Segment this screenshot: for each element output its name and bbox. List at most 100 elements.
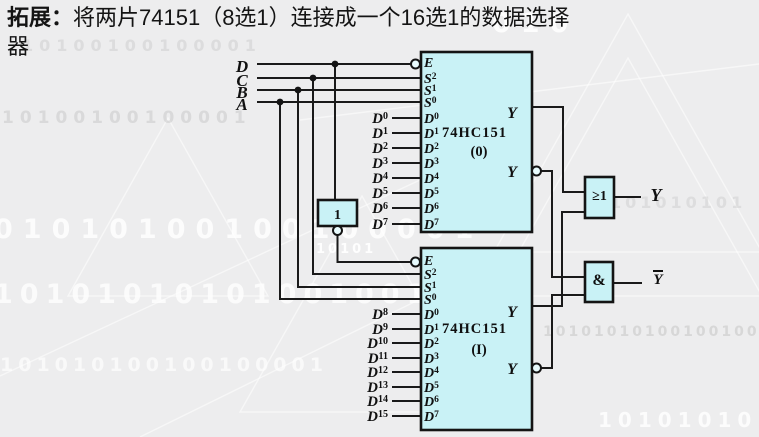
chip0-pin-label-4: D0 [424,110,439,127]
chip0-pin-label-3-index: 0 [431,96,437,106]
chip0-pin-label-5: D1 [424,125,439,142]
data-input-label-d7: D7 [330,215,388,233]
chip0-pin-label-0: E [424,56,433,71]
data-input-label-d5-base: D [372,186,383,202]
chip1-designator: (I) [471,342,487,358]
title-highlight: 拓展： [7,5,74,30]
chip0-enable-bubble [410,58,421,70]
chip1-pin-label-4-base: D [424,308,435,323]
chip1-pin-label-11-index: 7 [434,410,439,420]
and-gate-body [583,260,615,304]
chip1-pin-label-5-index: 1 [434,323,439,333]
chip1-pin-label-8-base: D [424,366,435,381]
chip1-ybar-bubble [531,362,542,374]
chip1-pin-label-3-base: S [424,293,432,308]
select-input-label-b-base: B [236,83,248,102]
chip1-pin-label-11-base: D [424,410,435,425]
chip1-pin-label-0: E [424,254,433,269]
data-input-label-d15-index: 15 [378,409,388,420]
data-input-label-d5-index: 5 [383,186,388,197]
chip0-ybar-label: Y [507,164,517,181]
title-text-line2: 器 [7,34,30,59]
chip0-pin-label-6-index: 2 [434,142,439,152]
junction-dot [276,98,284,106]
data-input-label-d4-index: 4 [383,171,388,182]
chip0-pin-label-11-base: D [424,218,435,233]
output-y-bar-label: Y [643,270,673,289]
chip1-pin-label-6-base: D [424,337,435,352]
select-input-label-a: A [229,95,255,115]
chip1-pin-label-2-index: 1 [431,281,437,291]
chip0-pin-label-9-index: 5 [434,187,439,197]
junction-dot [331,60,339,68]
chip0-pin-label-2-base: S [424,84,432,99]
chip0-designator: (0) [470,144,488,160]
data-input-label-d13: D13 [330,378,388,396]
data-input-label-d3-index: 3 [383,156,388,167]
data-input-label-d0-base: D [372,111,383,127]
chip1-pin-label-2: S1 [424,279,437,296]
chip1-pin-label-1-index: 2 [431,268,437,278]
chip0-pin-label-3: S0 [424,94,437,111]
chip0-y-label: Y [507,105,517,122]
data-input-label-d7-index: 7 [383,217,388,228]
chip1-pin-label-8-index: 4 [434,366,439,376]
chip0-pin-label-7-index: 3 [434,157,439,167]
chip0-ybar-bubble [531,165,542,177]
data-input-label-d11-index: 11 [378,351,388,362]
chip0-pin-label-4-base: D [424,112,435,127]
chip1-pin-label-9-base: D [424,381,435,396]
chip0-pin-label-11-index: 7 [434,218,439,228]
data-input-label-d8: D8 [330,305,388,323]
select-input-label-b: B [229,83,255,103]
chip0-pin-label-5-base: D [424,127,435,142]
data-input-label-d3-base: D [372,156,383,172]
y-bar-overline: Y [653,270,663,288]
page-title: 拓展：将两片74151（8选1）连接成一个16选1的数据选择 器 [7,3,757,61]
data-input-label-d9-base: D [372,322,383,338]
chip0-part-number: 74HC151 [442,125,507,141]
chip0-pin-label-5-index: 1 [434,127,439,137]
chip1-data-stub-wires [392,313,421,417]
chip1-pin-label-5-base: D [424,323,435,338]
chip0-pin-label-1-index: 2 [431,72,437,82]
data-input-label-d12-index: 12 [378,365,388,376]
data-input-label-d4: D4 [330,169,388,187]
data-input-label-d8-index: 8 [383,307,388,318]
chip1-pin-label-11: D7 [424,408,439,425]
data-input-label-d1-base: D [372,126,383,142]
data-input-label-d10: D10 [330,334,388,352]
data-input-label-d14-index: 14 [378,394,388,405]
chip1-pin-label-0-base: E [424,254,434,269]
chip1-pin-label-10-base: D [424,395,435,410]
chip1-pin-label-3: S0 [424,291,437,308]
data-input-label-d11: D11 [330,349,388,367]
chip1-pin-label-4: D0 [424,306,439,323]
chip1-pin-label-9: D5 [424,379,439,396]
watermark-triangle [492,56,759,297]
output-y-label: Y [650,185,662,205]
chip0-data-stub-wires [392,117,421,225]
or-gate-label: ≥1 [592,189,607,204]
chip0-pin-label-6-base: D [424,142,435,157]
select-input-label-c: C [229,71,255,91]
chip1-pin-label-9-index: 5 [434,381,439,391]
chip1-pin-label-10-index: 6 [434,395,439,405]
chip0-pin-label-4-index: 0 [434,112,439,122]
data-input-label-d6-base: D [372,201,383,217]
chip0-pin-label-2-index: 1 [431,84,437,94]
chip1-pin-label-7: D3 [424,350,439,367]
select-input-label-d-base: D [235,57,249,76]
chip0-body [419,50,534,234]
chip1-ybar-label: Y [507,361,517,378]
or-gate-body [583,175,616,220]
chip1-pin-label-10: D6 [424,393,439,410]
chip1-pin-label-5: D1 [424,321,439,338]
data-input-label-d2-base: D [372,141,383,157]
chip0-pin-label-3-base: S [424,96,432,111]
chip1-pin-label-3-index: 0 [431,293,437,303]
data-input-label-d15-base: D [367,409,378,425]
data-input-label-d9-index: 9 [383,322,388,333]
data-input-label-d13-index: 13 [378,380,388,391]
